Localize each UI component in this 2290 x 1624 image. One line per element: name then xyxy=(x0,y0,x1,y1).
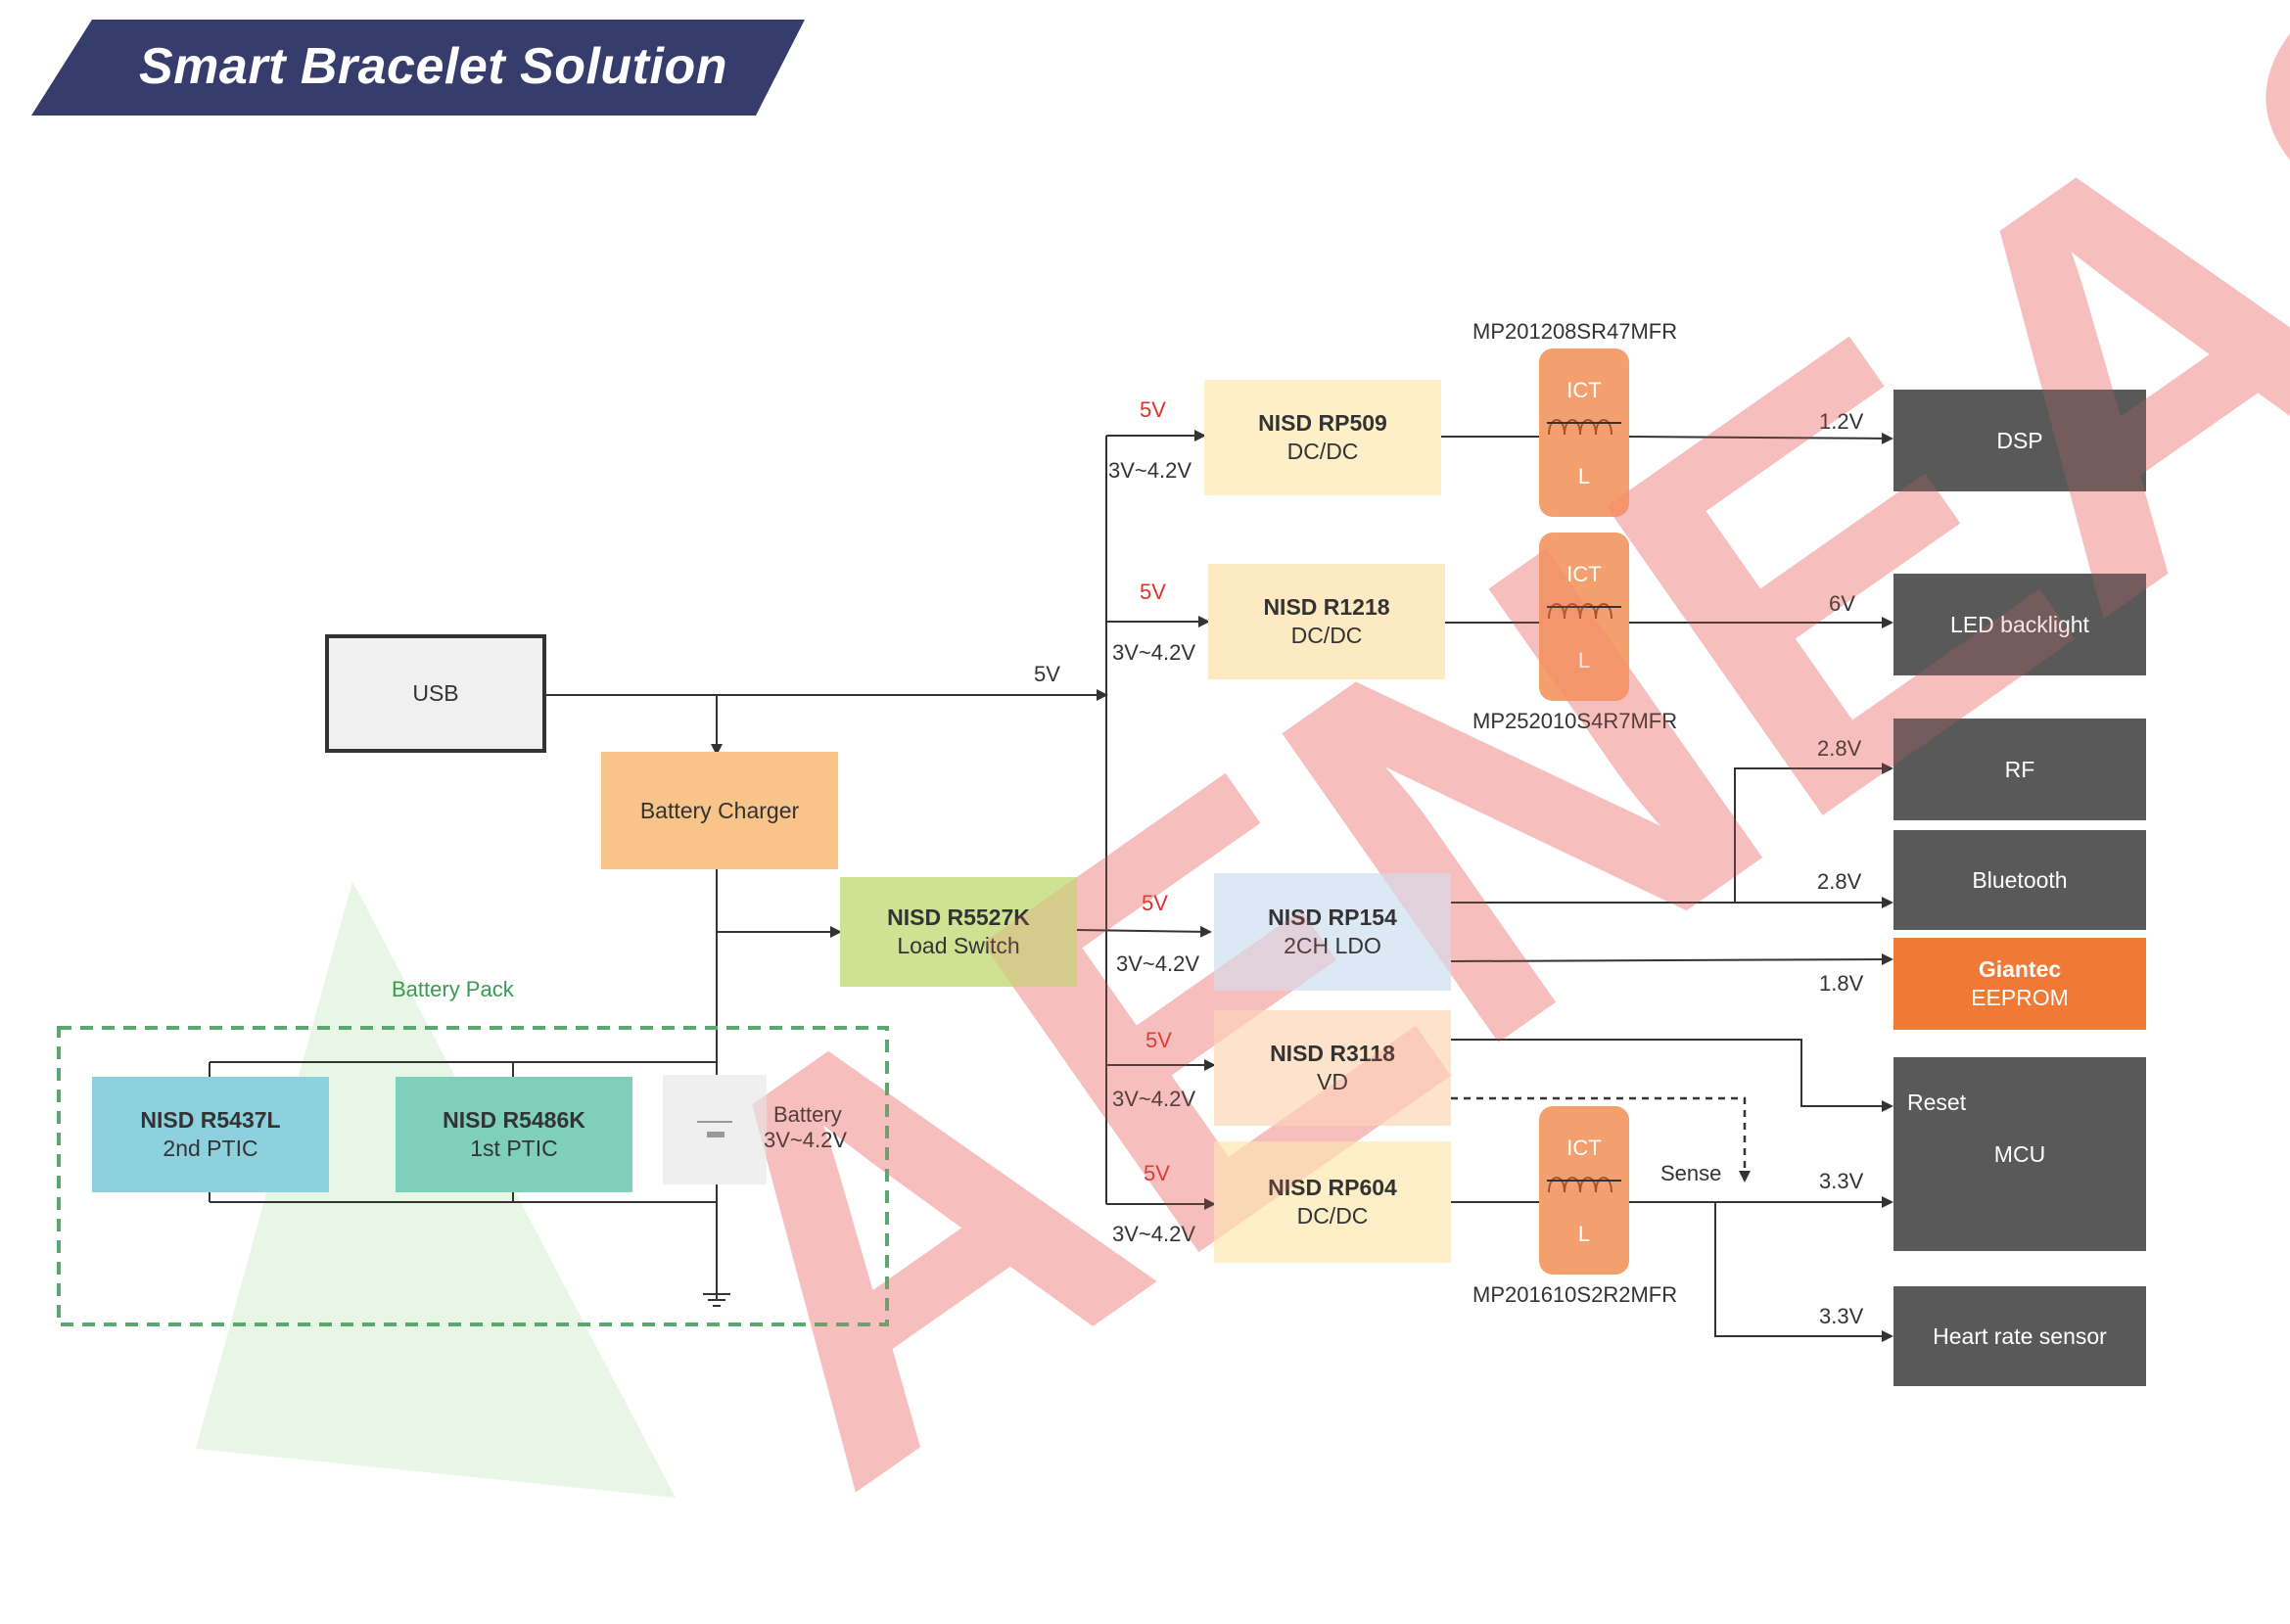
rp509-vin-bat: 3V~4.2V xyxy=(1108,458,1192,483)
heart-rate-sensor-block: Heart rate sensor xyxy=(1893,1286,2146,1386)
inductor-l2: ICT L xyxy=(1539,533,1629,701)
r1218-name: NISD R1218 xyxy=(1263,594,1390,620)
page-title: Smart Bracelet Solution xyxy=(139,38,727,95)
led-voltage: 6V xyxy=(1829,591,1855,616)
rp509-vin-5v: 5V xyxy=(1140,397,1166,422)
mcu-voltage: 3.3V xyxy=(1819,1169,1864,1193)
inductor-l3: ICT L xyxy=(1539,1106,1629,1275)
bluetooth-voltage: 2.8V xyxy=(1817,869,1862,894)
battery-cell xyxy=(663,1075,767,1184)
battery-range: 3V~4.2V xyxy=(764,1128,848,1152)
rp154-vin-bat: 3V~4.2V xyxy=(1116,951,1200,976)
bluetooth-block: Bluetooth xyxy=(1893,830,2146,930)
r3118-func: VD xyxy=(1317,1069,1348,1094)
rp154-func: 2CH LDO xyxy=(1284,933,1381,958)
l1-top: ICT xyxy=(1566,378,1602,402)
r1218-vin-5v: 5V xyxy=(1140,580,1166,604)
mcu-label: MCU xyxy=(1993,1140,2046,1167)
title-banner-shape xyxy=(31,20,805,116)
mcu-reset-label: Reset xyxy=(1907,1090,1967,1115)
rf-block: RF xyxy=(1893,719,2146,820)
rp604-func: DC/DC xyxy=(1296,1203,1369,1229)
rp604-name: NISD RP604 xyxy=(1268,1175,1397,1200)
ptic2-name: NISD R5437L xyxy=(140,1107,281,1133)
ptic1-name: NISD R5486K xyxy=(443,1107,585,1133)
eeprom-brand: Giantec xyxy=(1978,956,2062,982)
rp604-vin-bat: 3V~4.2V xyxy=(1112,1222,1196,1246)
coil-icon xyxy=(1547,603,1621,620)
rp604-vin-5v: 5V xyxy=(1144,1161,1170,1185)
ptic1-func: 1st PTIC xyxy=(470,1136,558,1161)
load-switch-name: NISD R5527K xyxy=(887,905,1030,930)
l3-part: MP201610S2R2MFR xyxy=(1472,1282,1678,1307)
battery-pack-label: Battery Pack xyxy=(392,977,514,1001)
regulator-rp604: NISD RP604 DC/DC xyxy=(1214,1141,1451,1263)
hrs-label: Heart rate sensor xyxy=(1933,1322,2107,1349)
battery-label: Battery xyxy=(773,1102,842,1127)
l2-top: ICT xyxy=(1566,562,1602,586)
battery-charger-label: Battery Charger xyxy=(639,797,800,823)
title-banner: Smart Bracelet Solution xyxy=(31,20,805,116)
l2-bottom: L xyxy=(1577,648,1591,673)
r3118-vin-5v: 5V xyxy=(1145,1028,1172,1052)
sense-label: Sense xyxy=(1660,1161,1722,1185)
coil-icon xyxy=(1547,1177,1621,1193)
r1218-func: DC/DC xyxy=(1290,623,1363,648)
inductor-l1: ICT L xyxy=(1539,348,1629,517)
hrs-voltage: 3.3V xyxy=(1819,1304,1864,1328)
rf-voltage: 2.8V xyxy=(1817,736,1862,761)
l1-part: MP201208SR47MFR xyxy=(1472,319,1678,344)
dsp-label: DSP xyxy=(1996,427,2043,453)
led-label: LED backlight xyxy=(1950,611,2089,637)
battery-symbol xyxy=(697,1121,732,1137)
regulator-rp154: NISD RP154 2CH LDO xyxy=(1214,873,1451,991)
regulator-rp509: NISD RP509 DC/DC xyxy=(1204,380,1441,495)
load-switch-block: NISD R5527K Load Switch xyxy=(840,877,1077,987)
regulator-r3118: NISD R3118 VD xyxy=(1214,1010,1451,1126)
r1218-vin-bat: 3V~4.2V xyxy=(1112,640,1196,665)
load-switch-func: Load Switch xyxy=(897,933,1020,958)
dsp-voltage: 1.2V xyxy=(1819,409,1864,434)
l3-top: ICT xyxy=(1566,1136,1602,1160)
l3-bottom: L xyxy=(1577,1222,1591,1246)
mcu-block: Reset MCU xyxy=(1893,1057,2146,1251)
rp154-name: NISD RP154 xyxy=(1268,905,1397,930)
eeprom-voltage: 1.8V xyxy=(1819,971,1864,996)
coil-icon xyxy=(1547,419,1621,436)
rp509-name: NISD RP509 xyxy=(1258,410,1387,436)
usb-block: USB xyxy=(325,634,546,753)
led-backlight-block: LED backlight xyxy=(1893,574,2146,675)
ptic2-block: NISD R5437L 2nd PTIC xyxy=(92,1077,329,1192)
eeprom-label: EEPROM xyxy=(1971,985,2069,1010)
rf-label: RF xyxy=(2004,756,2035,782)
r3118-name: NISD R3118 xyxy=(1270,1041,1395,1066)
usb-bus-voltage: 5V xyxy=(1034,662,1060,686)
bluetooth-label: Bluetooth xyxy=(1972,866,2068,893)
l2-part: MP252010S4R7MFR xyxy=(1472,709,1678,733)
rp154-vin-5v: 5V xyxy=(1142,891,1168,915)
usb-label: USB xyxy=(412,680,459,706)
dsp-block: DSP xyxy=(1893,390,2146,491)
r3118-vin-bat: 3V~4.2V xyxy=(1112,1087,1196,1111)
battery-charger-block: Battery Charger xyxy=(601,752,838,869)
regulator-r1218: NISD R1218 DC/DC xyxy=(1208,564,1445,679)
rp509-func: DC/DC xyxy=(1286,439,1359,464)
ptic1-block: NISD R5486K 1st PTIC xyxy=(396,1077,632,1192)
l1-bottom: L xyxy=(1577,464,1591,488)
eeprom-block: Giantec EEPROM xyxy=(1893,938,2146,1030)
ptic2-func: 2nd PTIC xyxy=(163,1136,258,1161)
